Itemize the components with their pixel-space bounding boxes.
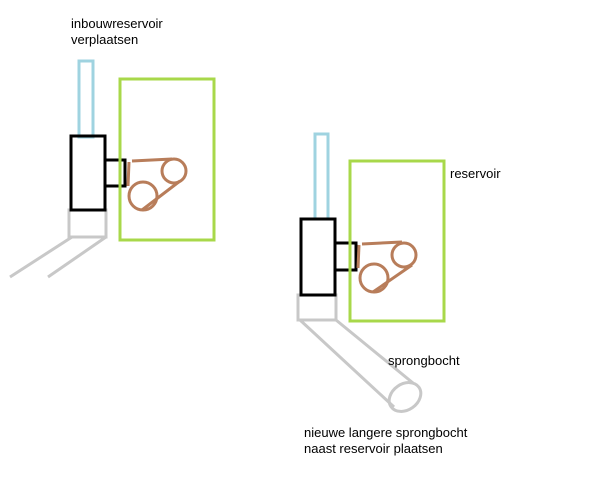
right-drain-end — [387, 381, 423, 413]
right-connector-stub — [333, 241, 358, 272]
relocate-cistern-note-line-1: inbouwreservoir — [71, 16, 163, 31]
right-float-end-far — [390, 241, 418, 269]
relocate-cistern-note-line-2: verplaatsen — [71, 32, 139, 47]
left-float-left-edge — [126, 161, 131, 187]
right-drain-bend — [298, 318, 414, 409]
right-connector-body — [299, 217, 337, 297]
left-arrangement — [9, 59, 216, 279]
left-float-end-near — [127, 180, 159, 212]
sprongbocht-label: sprongbocht — [388, 353, 460, 368]
left-connector-stub — [103, 158, 127, 188]
left-float-body — [131, 157, 181, 212]
right-float-left-edge — [356, 244, 361, 269]
left-drain-bend — [9, 235, 107, 279]
left-drain-collar — [67, 208, 108, 239]
new-sprongbocht-note: nieuwe langere sprongbocht naast reservo… — [304, 425, 467, 457]
left-float-valve — [126, 157, 188, 212]
reservoir-label: reservoir — [450, 166, 501, 181]
right-reservoir-box — [348, 159, 446, 323]
left-connector-body — [69, 134, 107, 212]
relocate-cistern-note: inbouwreservoir verplaatsen — [71, 16, 163, 48]
left-inlet-pipe — [77, 59, 95, 139]
right-float-body — [361, 240, 413, 294]
new-sprongbocht-note-line-1: nieuwe langere sprongbocht — [304, 425, 468, 440]
right-arrangement — [296, 132, 446, 413]
left-reservoir-box — [118, 77, 216, 242]
right-inlet-pipe — [313, 132, 330, 221]
right-drain-collar — [296, 293, 338, 322]
right-float-end-near — [358, 262, 390, 294]
new-sprongbocht-note-line-2: naast reservoir plaatsen — [304, 441, 443, 456]
left-float-end-far — [160, 157, 188, 185]
right-float-valve — [356, 240, 418, 294]
left-drain-pipe — [9, 208, 108, 279]
